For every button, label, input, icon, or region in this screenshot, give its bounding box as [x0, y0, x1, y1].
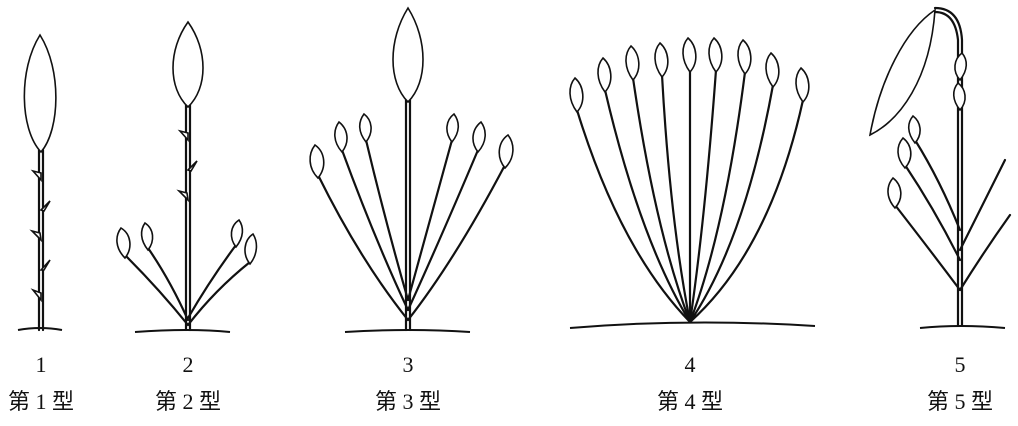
plant-3-number: 3 [403, 352, 414, 378]
plant-3-drawing [310, 8, 513, 332]
plant-4-number: 4 [685, 352, 696, 378]
plant-1-number: 1 [36, 352, 47, 378]
plant-4-type-label: 第 4 型 [657, 384, 723, 416]
plant-5-number: 5 [955, 352, 966, 378]
plant-3-type-label: 第 3 型 [375, 384, 441, 416]
plant-2-number: 2 [183, 352, 194, 378]
plant-1-drawing [18, 35, 62, 330]
plant-4-drawing [570, 38, 815, 328]
plant-5-drawing [870, 8, 1010, 328]
plant-2-type-label: 第 2 型 [155, 384, 221, 416]
plant-2-drawing [117, 22, 257, 332]
plant-1-type-label: 第 1 型 [8, 384, 74, 416]
plant-5-type-label: 第 5 型 [927, 384, 993, 416]
